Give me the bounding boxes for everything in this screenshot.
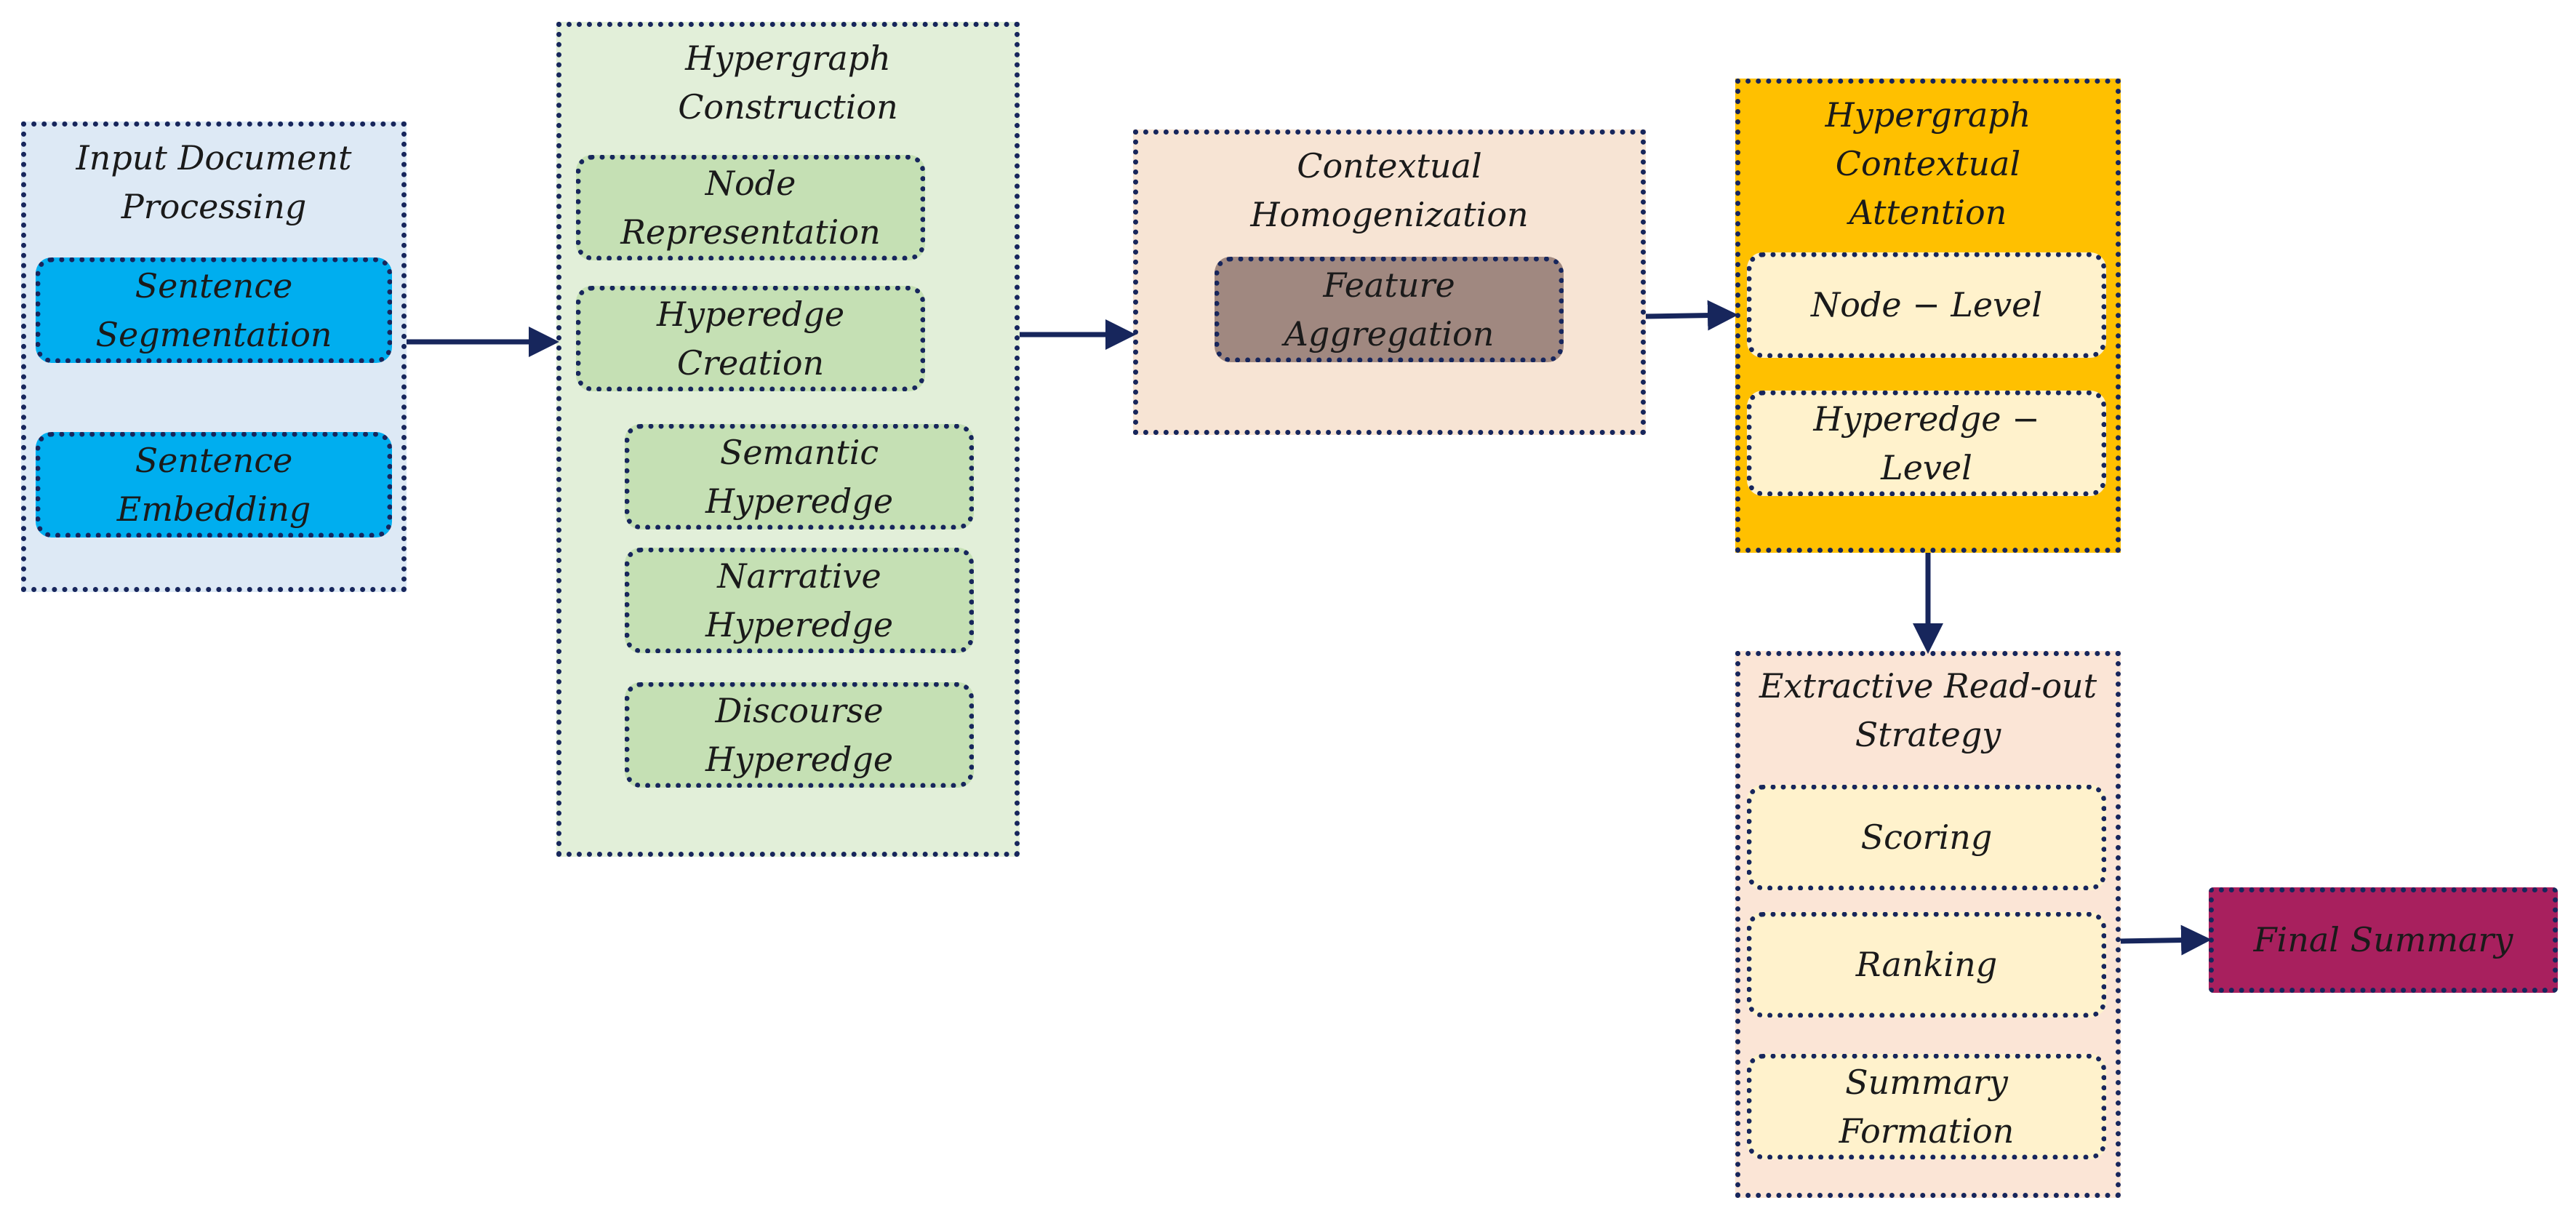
arrow-readout-to-final-summary (2120, 924, 2212, 956)
narrative-hyperedge-label: Narrative Hyperedge (705, 556, 894, 644)
discourse-hyperedge-label: Discourse Hyperedge (705, 690, 894, 779)
summary-formation-label: Summary Formation (1839, 1062, 2015, 1151)
extractive-readout-title: Extractive Read-out Strategy (1759, 666, 2097, 754)
node-representation-node: Node Representation (576, 155, 925, 260)
ranking-node: Ranking (1747, 912, 2106, 1018)
contextual-homogenization-panel: Contextual Homogenization Feature Aggreg… (1133, 129, 1646, 435)
hypergraph-construction-title: Hypergraph Construction (678, 39, 898, 127)
hyperedge-creation-label: Hyperedge Creation (656, 294, 845, 383)
contextual-homogenization-title: Contextual Homogenization (1250, 146, 1529, 234)
semantic-hyperedge-label: Semantic Hyperedge (705, 432, 894, 521)
summary-formation-node: Summary Formation (1747, 1054, 2106, 1159)
sentence-segmentation-node: Sentence Segmentation (36, 257, 392, 363)
sentence-embedding-node: Sentence Embedding (36, 432, 392, 537)
node-level-node: Node − Level (1747, 252, 2106, 358)
arrow-homogenization-to-attention (1645, 300, 1738, 331)
sentence-embedding-label: Sentence Embedding (116, 440, 311, 529)
discourse-hyperedge-node: Discourse Hyperedge (625, 682, 974, 788)
hyperedge-level-node: Hyperedge − Level (1747, 391, 2106, 496)
node-representation-label: Node Representation (620, 163, 881, 252)
hypergraph-contextual-attention-panel: Hypergraph Contextual Attention Node − L… (1735, 79, 2121, 553)
sentence-segmentation-label: Sentence Segmentation (95, 265, 332, 354)
scoring-label: Scoring (1860, 818, 1993, 857)
feature-aggregation-node: Feature Aggregation (1215, 257, 1564, 362)
narrative-hyperedge-node: Narrative Hyperedge (625, 548, 974, 653)
final-summary-label: Final Summary (2253, 920, 2513, 959)
feature-aggregation-label: Feature Aggregation (1284, 265, 1495, 353)
scoring-node: Scoring (1747, 785, 2106, 890)
node-level-label: Node − Level (1810, 285, 2043, 324)
input-processing-panel: Input Document Processing Sentence Segme… (21, 121, 407, 592)
hypergraph-contextual-attention-title: Hypergraph Contextual Attention (1825, 95, 2031, 232)
input-processing-title: Input Document Processing (76, 138, 352, 226)
hyperedge-creation-node: Hyperedge Creation (576, 286, 925, 391)
hyperedge-level-label: Hyperedge − Level (1813, 399, 2040, 487)
ranking-label: Ranking (1855, 945, 1998, 984)
semantic-hyperedge-node: Semantic Hyperedge (625, 424, 974, 529)
hypergraph-construction-panel: Hypergraph Construction Node Representat… (556, 22, 1020, 857)
final-summary-node: Final Summary (2209, 887, 2558, 993)
